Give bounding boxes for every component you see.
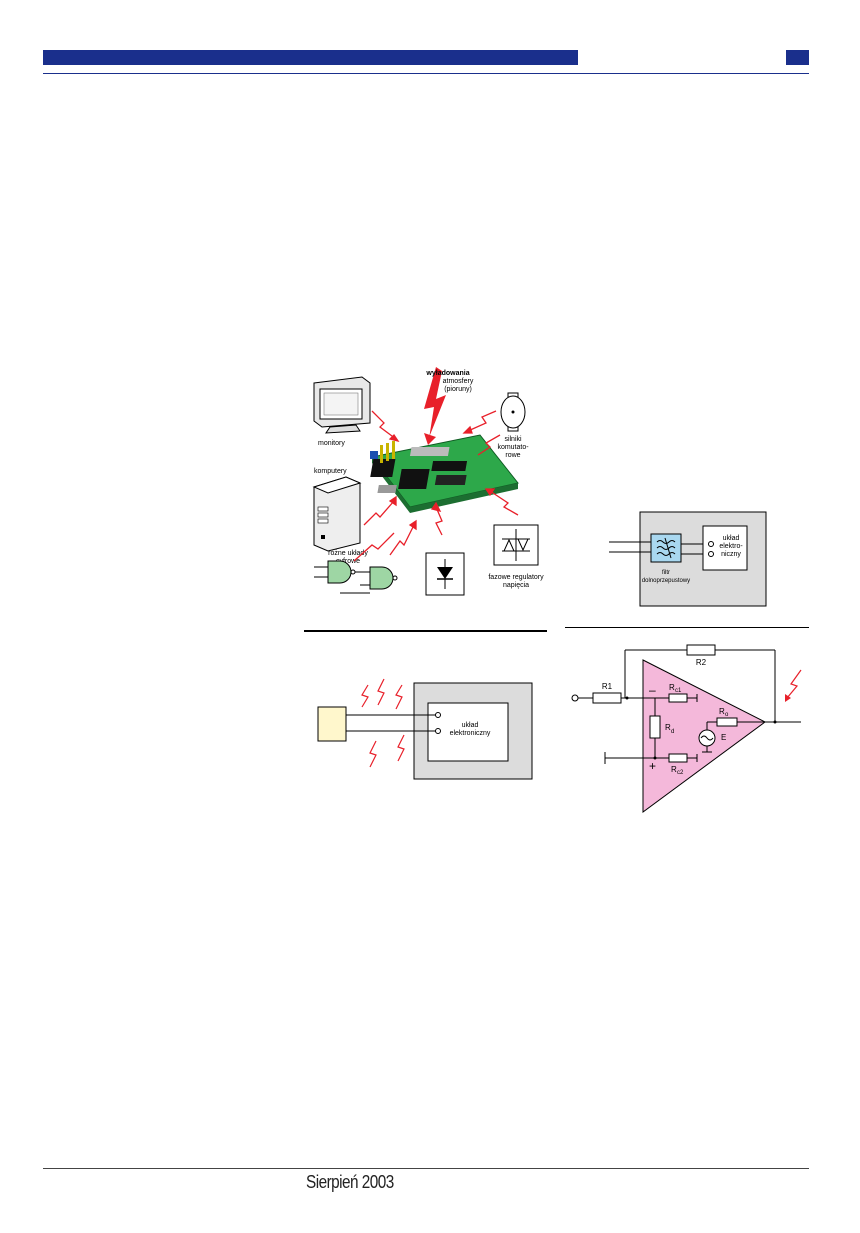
label-circuit-b: elektroniczny — [450, 730, 491, 737]
resistor-rd — [649, 715, 661, 739]
label-circuit-3: niczny — [721, 551, 741, 558]
label-rc1: R — [669, 683, 675, 692]
lightning-bolt-icon — [424, 367, 446, 445]
resistor-rc2 — [668, 753, 688, 763]
label-rd: R — [665, 723, 671, 732]
page-number-box — [786, 50, 809, 65]
label-rc1-sub: c1 — [675, 688, 682, 694]
input-terminal — [571, 694, 579, 702]
label-lightning-3: (pioruny) — [444, 386, 472, 393]
label-ro-sub: o — [725, 712, 729, 718]
label-motors-2: komutato- — [497, 444, 529, 451]
label-ro: R — [719, 707, 725, 716]
label-monitors: monitory — [318, 440, 345, 447]
triac-icon — [493, 524, 539, 566]
label-rc2-sub: c2 — [677, 770, 684, 776]
label-rd-sub: d — [671, 729, 674, 735]
interference-arrows — [353, 410, 519, 562]
electronic-circuit-block — [702, 525, 748, 571]
header-rule — [43, 73, 809, 74]
label-e: E — [721, 733, 726, 742]
footer-rule — [43, 1168, 809, 1169]
motor-icon — [500, 392, 526, 432]
figure-separator-right — [565, 627, 809, 628]
output-interference-arrow — [786, 669, 802, 699]
cable-interference-arrows — [361, 678, 405, 768]
label-minus: – — [649, 683, 656, 697]
label-filter-1: filtr — [662, 570, 670, 576]
label-phase-2: napięcia — [503, 582, 529, 589]
label-digital-1: różne układy — [328, 550, 368, 557]
figure-lowpass-filter: układ elektro- niczny filtr dolnoprzepus… — [609, 511, 767, 607]
label-phase-1: fazowe regulatory — [488, 574, 544, 581]
figure-interference-sources: monitory wyładowania atmosfery (pioruny)… — [312, 367, 544, 596]
figure-separator-left — [304, 630, 547, 632]
computer-tower-icon — [312, 476, 362, 552]
label-lightning-2: atmosfery — [443, 378, 474, 385]
resistor-rc1 — [668, 693, 688, 703]
label-motors-3: rowe — [505, 452, 520, 459]
label-r1: R1 — [602, 682, 613, 691]
label-circuit-a: układ — [462, 722, 479, 729]
label-r2: R2 — [696, 658, 707, 667]
monitor-icon — [313, 376, 371, 434]
label-circuit-2: elektro- — [719, 543, 743, 550]
filter-block — [650, 533, 682, 563]
label-filter-2: dolnoprzepustowy — [642, 578, 690, 584]
header-bar — [43, 50, 578, 65]
label-lightning-1: wyładowania — [425, 370, 469, 377]
figure-opamp-model: R2 R1 – R d R c1 + R c2 R o E — [571, 644, 802, 813]
figure-cable-coupling: układ elektroniczny — [317, 678, 533, 780]
source-box — [317, 706, 347, 742]
diode-icon — [425, 552, 465, 596]
label-plus: + — [649, 759, 656, 773]
nand-gates-icon — [314, 560, 398, 594]
label-computers: komputery — [314, 468, 347, 475]
resistor-ro — [716, 717, 738, 727]
label-rc2: R — [671, 765, 677, 774]
label-digital-2: cyfrowe — [336, 558, 360, 565]
label-circuit-1: układ — [723, 535, 740, 542]
label-motors-1: silniki — [504, 436, 522, 443]
resistor-r1 — [592, 692, 622, 704]
resistor-r2 — [686, 644, 716, 656]
footer-issue: Sierpień 2003 — [306, 1172, 394, 1192]
